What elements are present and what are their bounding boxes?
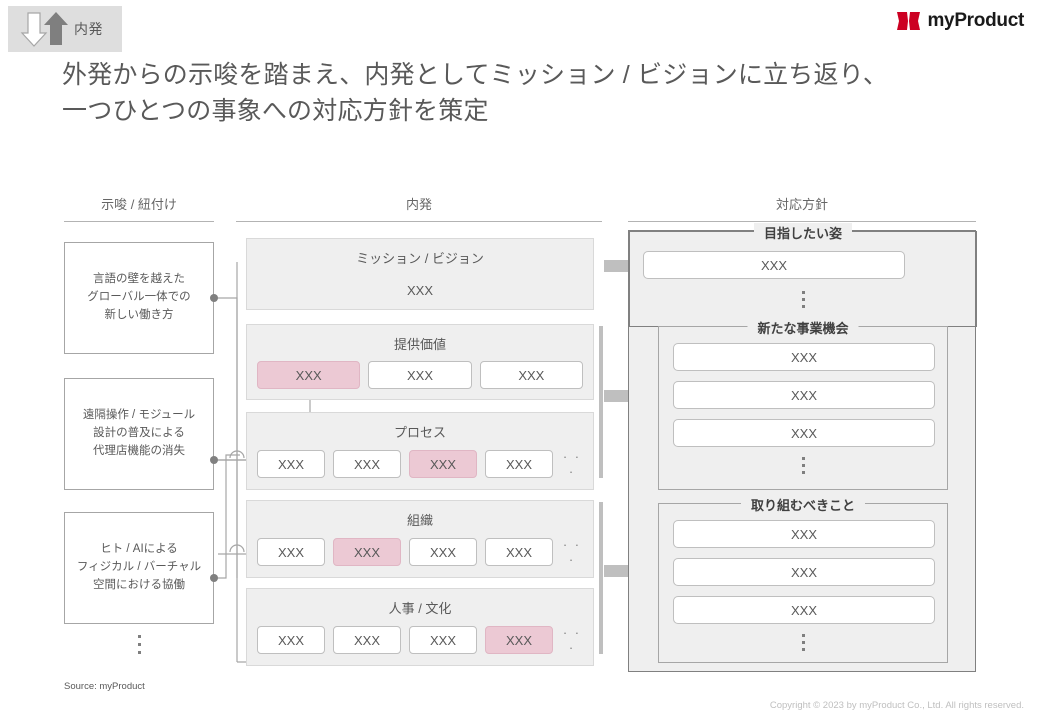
chip-process-3[interactable]: XXX — [409, 450, 477, 478]
column-header-right-rule — [628, 221, 976, 222]
column-header-right: 対応方針 — [628, 194, 976, 222]
chip-hr-culture-3[interactable]: XXX — [409, 626, 477, 654]
arrow-up-icon — [44, 12, 68, 45]
chip-organization-3[interactable]: XXX — [409, 538, 477, 566]
group-process[interactable]: プロセス XXX XXX XXX XXX · · · — [246, 412, 594, 490]
chip-hr-culture-4[interactable]: XXX — [485, 626, 553, 654]
arrow-down-icon — [20, 12, 48, 47]
group-bracket-lower — [599, 502, 603, 654]
chip-organization-2[interactable]: XXX — [333, 538, 401, 566]
brand-logo: myProduct — [897, 10, 1024, 32]
chip-hr-culture-2[interactable]: XXX — [333, 626, 401, 654]
section-tag-label: 内発 — [74, 21, 103, 37]
insight-box-3-text: ヒト / AIによる フィジカル / バーチャル 空間における協働 — [76, 543, 202, 591]
chip-process-4[interactable]: XXX — [485, 450, 553, 478]
group-hr-culture-title: 人事 / 文化 — [388, 601, 452, 616]
group-new-business-title: 新たな事業機会 — [747, 318, 859, 337]
group-actions-title: 取り組むべきこと — [740, 495, 866, 514]
brand-name: myProduct — [927, 10, 1024, 31]
group-desired-state[interactable]: 目指したい姿 XXX — [629, 223, 977, 327]
column-header-middle-rule — [236, 221, 602, 222]
group-provided-value-chips: XXX XXX XXX — [247, 353, 593, 399]
chip-provided-value-1[interactable]: XXX — [257, 361, 361, 389]
insight-box-2-text: 遠隔操作 / モジュール 設計の普及による 代理店機能の消失 — [82, 409, 196, 457]
policy-item-action-2[interactable]: XXX — [673, 558, 935, 586]
policy-item-business-1[interactable]: XXX — [673, 343, 935, 371]
group-organization-title: 組織 — [406, 513, 433, 528]
column-header-left-rule — [64, 221, 214, 222]
myproduct-logo-mark — [897, 12, 921, 30]
page-title-line1: 外発からの示唆を踏まえ、内発としてミッション / ビジョンに立ち返り、 — [62, 61, 889, 89]
insight-box-1[interactable]: 言語の壁を越えた グローバル一体での 新しい働き方 — [64, 242, 214, 354]
mission-vision-box[interactable]: ミッション / ビジョン XXX — [246, 238, 594, 310]
group-process-chips: XXX XXX XXX XXX · · · — [247, 441, 593, 489]
chip-process-1[interactable]: XXX — [257, 450, 325, 478]
policy-item-action-3[interactable]: XXX — [673, 596, 935, 624]
insight-box-1-text: 言語の壁を越えた グローバル一体での 新しい働き方 — [87, 273, 191, 321]
policy-panel: 目指したい姿 XXX 新たな事業機会 XXX XXX XXX 取り組むべきこと … — [628, 223, 977, 672]
source-note: Source: myProduct — [64, 681, 145, 692]
page-title-line2: 一つひとつの事象への対応方針を策定 — [62, 96, 489, 125]
connector-dot-2 — [210, 456, 218, 464]
chip-process-2[interactable]: XXX — [333, 450, 401, 478]
chip-organization-4[interactable]: XXX — [485, 538, 553, 566]
section-tag-badge: 内発 — [8, 6, 122, 52]
group-organization-ellipsis: · · · — [562, 537, 582, 567]
column-header-left: 示唆 / 紐付け — [64, 194, 214, 222]
policy-item-business-2[interactable]: XXX — [673, 381, 935, 409]
group-process-ellipsis: · · · — [562, 449, 582, 479]
group-organization[interactable]: 組織 XXX XXX XXX XXX · · · — [246, 500, 594, 578]
insight-box-3[interactable]: ヒト / AIによる フィジカル / バーチャル 空間における協働 — [64, 512, 214, 624]
group-provided-value[interactable]: 提供価値 XXX XXX XXX — [246, 324, 594, 400]
policy-item-action-1[interactable]: XXX — [673, 520, 935, 548]
arrows-svg — [20, 12, 68, 47]
column-header-middle-label: 内発 — [405, 197, 432, 212]
chip-provided-value-2[interactable]: XXX — [368, 361, 472, 389]
policy-item-business-3[interactable]: XXX — [673, 419, 935, 447]
group-desired-state-title: 目指したい姿 — [753, 223, 853, 242]
group-new-business[interactable]: 新たな事業機会 XXX XXX XXX — [658, 318, 948, 490]
group-provided-value-title: 提供価値 — [393, 337, 446, 352]
insight-box-2[interactable]: 遠隔操作 / モジュール 設計の普及による 代理店機能の消失 — [64, 378, 214, 490]
policy-business-ellipsis — [659, 453, 947, 478]
policy-item-desired-1[interactable]: XXX — [643, 251, 905, 279]
group-actions[interactable]: 取り組むべきこと XXX XXX XXX — [658, 495, 948, 663]
group-hr-culture[interactable]: 人事 / 文化 XXX XXX XXX XXX · · · — [246, 588, 594, 666]
connector-dot-1 — [210, 294, 218, 302]
group-hr-culture-chips: XXX XXX XXX XXX · · · — [247, 617, 593, 665]
group-desired-state-border — [629, 231, 977, 327]
copyright-note: Copyright © 2023 by myProduct Co., Ltd. … — [769, 700, 1024, 711]
column-header-left-label: 示唆 / 紐付け — [101, 197, 177, 212]
group-process-title: プロセス — [393, 425, 446, 440]
chip-organization-1[interactable]: XXX — [257, 538, 325, 566]
page-title: 外発からの示唆を踏まえ、内発としてミッション / ビジョンに立ち返り、 一つひと… — [62, 58, 942, 129]
chip-provided-value-3[interactable]: XXX — [479, 361, 583, 389]
group-bracket-upper — [599, 326, 603, 478]
group-hr-culture-ellipsis: · · · — [562, 625, 582, 655]
column-header-right-label: 対応方針 — [775, 197, 828, 212]
mission-vision-value: XXX — [406, 283, 433, 298]
mission-vision-title: ミッション / ビジョン — [356, 251, 484, 266]
policy-desired-ellipsis — [629, 287, 977, 312]
tag-arrow-group — [18, 9, 72, 49]
policy-action-ellipsis — [659, 630, 947, 655]
insight-more-ellipsis — [64, 630, 214, 659]
column-header-middle: 内発 — [236, 194, 602, 222]
chip-hr-culture-1[interactable]: XXX — [257, 626, 325, 654]
connector-dot-3 — [210, 574, 218, 582]
group-organization-chips: XXX XXX XXX XXX · · · — [247, 529, 593, 577]
